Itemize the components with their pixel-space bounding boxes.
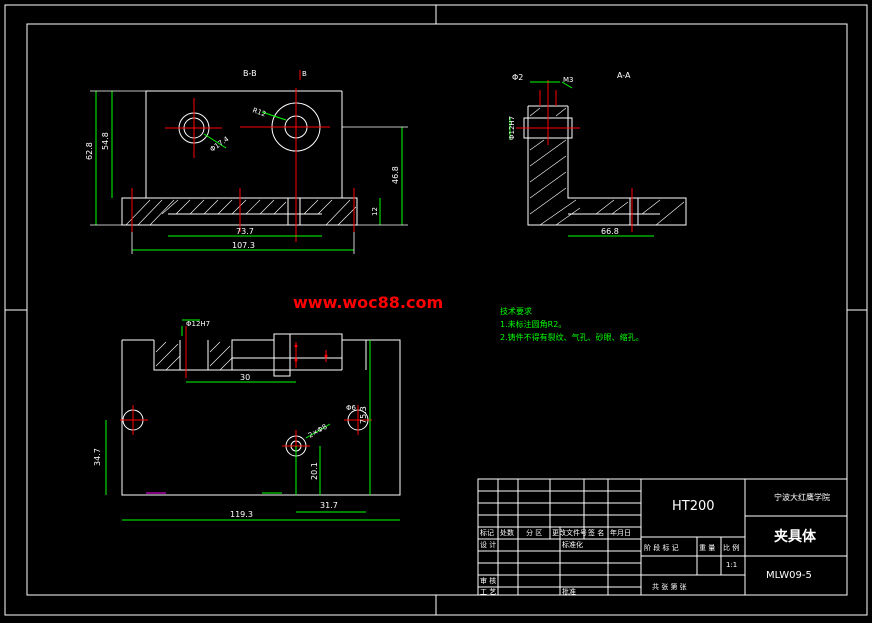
top-view: Φ12H7 30 2×Φ8 34.7 75.3 20.1 31.7 119.3 …	[93, 319, 401, 521]
notes-title: 技术要求	[500, 306, 532, 316]
dim-front-inner-width: 73.7	[236, 227, 254, 236]
front-view: B-B B 62.8 54.8 Φ17.4 R12 46.8 12 73.7 1…	[85, 69, 408, 254]
dim-top-total-len: 119.3	[230, 510, 253, 519]
front-cut-mark: B	[302, 70, 307, 78]
dim-top-left-h: 34.7	[93, 448, 102, 466]
dim-front-right-height: 46.8	[391, 166, 400, 184]
side-view: Φ2 M3 A-A Φ12H7 66.8	[508, 71, 687, 237]
label-approve: 批准	[562, 587, 576, 596]
notes-line-2: 2.铸件不得有裂纹、气孔、砂眼、缩孔。	[500, 332, 644, 342]
technical-notes: 技术要求 1.未标注圆角R2。 2.铸件不得有裂纹、气孔、砂眼、缩孔。	[500, 306, 644, 342]
title-drawing-no: MLW09-5	[766, 570, 812, 581]
dim-top-small-note: Φ6	[346, 404, 357, 412]
front-section-label: B-B	[243, 69, 257, 78]
dim-side-bore: Φ12H7	[508, 116, 516, 140]
label-sign: 签 名	[588, 528, 604, 537]
dim-front-total-width: 107.3	[232, 241, 255, 250]
notes-line-1: 1.未标注圆角R2。	[500, 319, 566, 329]
title-scale: 1:1	[726, 561, 737, 569]
label-scale: 比 例	[723, 543, 739, 552]
label-process: 工 艺	[480, 588, 496, 596]
title-block: HT200 宁波大红鹰学院 夹具体 MLW09-5 1:1 标记 处数 分 区 …	[477, 478, 848, 596]
label-weight: 重 量	[699, 544, 715, 552]
watermark: www.woc88.com	[293, 293, 443, 312]
sheet-border	[4, 4, 868, 616]
label-count: 处数	[500, 528, 514, 537]
label-sheet: 共 张 第 张	[652, 582, 687, 591]
dim-side-chamfer: M3	[563, 76, 574, 84]
dim-front-height-inner: 54.8	[101, 132, 110, 150]
dim-top-slot: 30	[240, 373, 250, 382]
label-stage: 阶 段 标 记	[644, 543, 679, 552]
dim-top-hole-y: 20.1	[310, 462, 319, 480]
label-design: 设 计	[480, 540, 496, 549]
label-zone: 分 区	[526, 528, 542, 537]
label-date: 年月日	[610, 528, 631, 537]
side-section-label: A-A	[617, 71, 631, 80]
title-material: HT200	[672, 499, 715, 514]
dim-front-height-total: 62.8	[85, 142, 94, 160]
title-part-name: 夹具体	[774, 528, 817, 545]
dim-side-dia-top: Φ2	[512, 73, 523, 82]
dim-side-base-len: 66.8	[601, 227, 619, 236]
label-mark: 标记	[480, 528, 494, 537]
label-review: 审 核	[480, 576, 496, 585]
title-school: 宁波大红鹰学院	[774, 492, 830, 502]
dim-top-right-h: 75.3	[359, 406, 368, 424]
dim-front-base-thk: 12	[371, 207, 379, 216]
label-change-doc: 更改文件号	[552, 528, 587, 537]
dim-top-hole-x: 31.7	[320, 501, 338, 510]
label-standard: 标准化	[562, 540, 583, 549]
dim-top-bore: Φ12H7	[186, 320, 210, 328]
